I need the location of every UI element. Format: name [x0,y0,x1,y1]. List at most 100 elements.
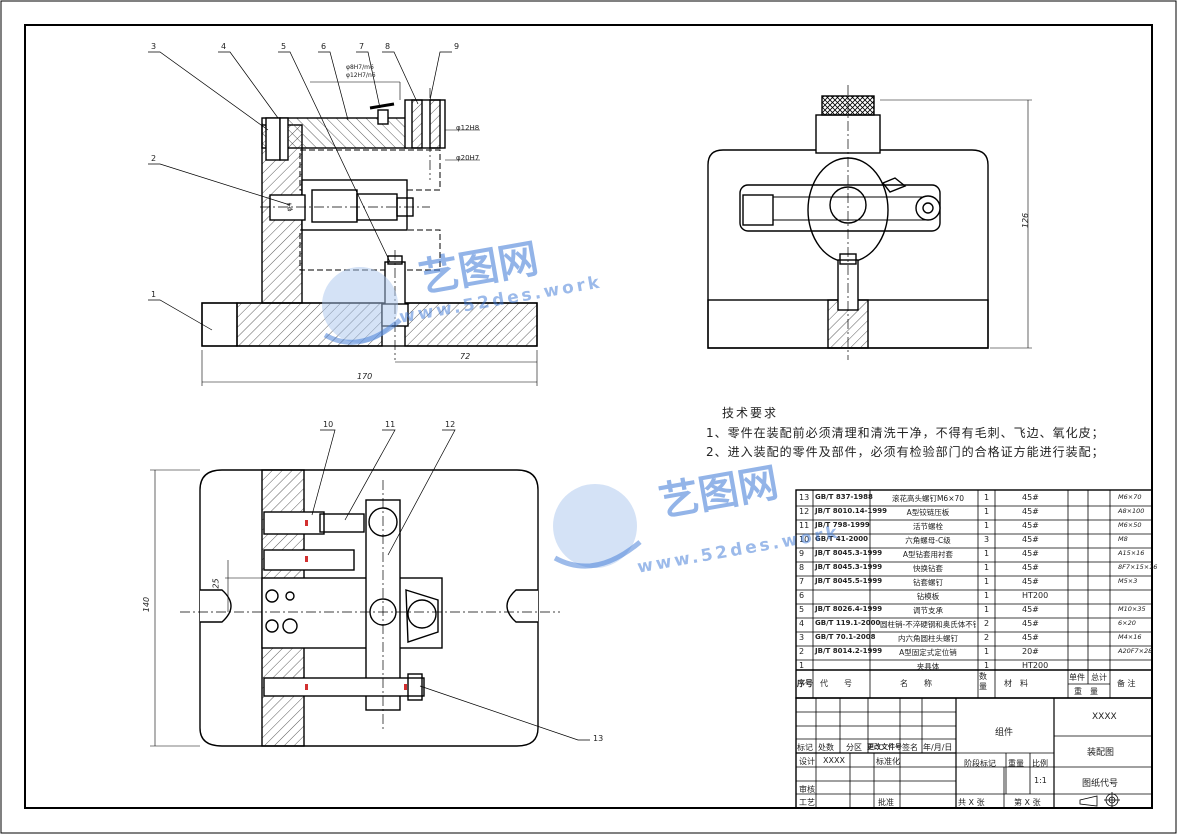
balloon-3: 3 [151,42,157,51]
bom-cell-name: 夹具体 [916,662,940,671]
tb-review: 审核 [799,785,815,794]
bom-cell-note: M8 [1118,535,1128,543]
bom-cell-qty: 1 [984,549,990,558]
bom-cell-mat: HT200 [1022,661,1049,670]
bom-cell-note: A8×100 [1118,507,1145,515]
bom-cell-qty: 2 [984,633,990,642]
balloon-2: 2 [151,154,157,163]
bom-cell-mat: 45# [1022,507,1039,516]
bom-cell-no: 5 [799,605,805,614]
bom-cell-mat: HT200 [1022,591,1049,600]
tb-std: 标准化 [876,757,900,766]
bom-cell-code: JB/T 8014.2-1999 [815,647,883,655]
balloon-5: 5 [281,42,287,51]
tb-doc: 更改文件号 [867,743,902,751]
tb-sheet: 第 X 张 [1014,798,1041,807]
tb-drawing: 装配图 [1087,748,1115,758]
bom-cell-code: JB/T 8045.3-1999 [815,563,883,571]
requirements-title: 技术要求 [722,406,779,420]
balloon-9: 9 [454,42,460,51]
bom-grid [795,489,1153,699]
bom-cell-qty: 1 [984,563,990,572]
bom-header-weight: 重 量 [1074,687,1098,696]
dim-fit-b: φ12H7/n6 [346,72,376,79]
bom-cell-note: M5×3 [1118,577,1138,585]
bom-header-name: 名 称 [900,679,932,688]
bom-cell-mat: 45# [1022,577,1039,586]
bom-cell-mat: 45# [1022,619,1039,628]
bom-cell-qty: 1 [984,661,990,670]
bom-cell-qty: 2 [984,619,990,628]
dim-front-width: 170 [357,372,373,381]
dim-bore-small: φ12H8 [456,124,480,132]
tb-stage: 阶段标记 [964,759,996,768]
bom-cell-code: GB/T 70.1-2008 [815,633,876,641]
requirements-line1: 1、零件在装配前必须清理和清洗干净，不得有毛刺、飞边、氧化皮； [706,426,1105,440]
bom-cell-no: 13 [799,493,810,502]
top-leaders [311,429,590,741]
bom-cell-mat: 45# [1022,521,1039,530]
red-marks [305,520,407,690]
front-view [201,81,538,386]
bom-cell-code: JB/T 8026.4-1999 [815,605,883,613]
balloon-11: 11 [385,420,396,429]
bom-cell-qty: 1 [984,605,990,614]
bom-cell-note: 8F7×15×16 [1118,563,1158,571]
bom-cell-qty: 1 [984,493,990,502]
bom-cell-name: 钻套螺钉 [913,578,943,587]
bom-cell-no: 7 [799,577,805,586]
bom-cell-note: M10×35 [1118,605,1146,613]
bom-cell-mat: 45# [1022,633,1039,642]
tb-total: 共 X 张 [958,798,985,807]
tb-design: 设计 [799,757,815,766]
bom-cell-note: M6×70 [1118,493,1142,501]
bom-cell-qty: 1 [984,577,990,586]
dim-side-height: 126 [1021,212,1031,229]
dim-front-right: 72 [460,352,471,361]
bom-cell-name: 滚花高头螺钉M6×70 [891,494,965,503]
bom-cell-qty: 1 [984,507,990,516]
bom-header-total: 总计 [1091,673,1107,682]
bom-cell-no: 12 [799,507,810,516]
bom-cell-code: GB/T 119.1-2000 [815,619,881,627]
tb-craft: 工艺 [799,798,815,807]
bom-header-code: 代 号 [820,679,852,688]
bom-cell-code: GB/T 41-2000 [815,535,868,543]
tb-company: XXXX [1092,712,1117,722]
bom-cell-mat: 45# [1022,549,1039,558]
tb-zone: 分区 [846,743,862,752]
tb-date: 年/月/日 [923,743,953,752]
bom-cell-code: GB/T 837-1988 [815,493,873,501]
tb-count: 处数 [818,743,834,752]
balloon-1: 1 [151,290,157,299]
bom-cell-note: M6×50 [1118,521,1142,529]
tb-approve: 批准 [878,798,894,807]
balloon-10: 10 [323,420,334,429]
bom-cell-name: 快换钻套 [913,564,943,573]
bom-cell-name: 内六角圆柱头螺钉 [898,634,958,643]
bom-cell-name: 圆柱销-不淬硬钢和奥氏体不锈钢 [880,620,976,629]
bom-header-mat: 材 料 [1004,679,1028,688]
tb-drawing-no: 图纸代号 [1082,779,1119,789]
inner-border [24,24,1153,809]
requirements-line2: 2、进入装配的零件及部件，必须有检验部门的合格证方能进行装配； [706,445,1105,459]
bom-cell-mat: 45# [1022,563,1039,572]
balloon-7: 7 [359,42,365,51]
tb-sign: 签名 [902,743,918,752]
balloon-12: 12 [445,420,456,429]
bom-cell-no: 1 [799,661,805,670]
bom-cell-qty: 3 [984,535,990,544]
bom-header-no: 序号 [797,679,813,688]
bom-cell-no: 9 [799,549,805,558]
dim-bore-large: φ20H7 [456,154,480,162]
bom-cell-name: 钻模板 [916,592,940,601]
bom-cell-name: A型固定式定位销 [899,648,957,657]
bom-cell-note: M4×16 [1118,633,1142,641]
bom-cell-note: 6×20 [1118,619,1136,627]
top-view [150,469,560,747]
bom-cell-code: JB/T 8010.14-1999 [815,507,887,515]
dim-bore-c: φ4 [285,202,294,212]
balloon-8: 8 [385,42,391,51]
bom-header-unit: 单件 [1069,673,1085,682]
balloon-4: 4 [221,42,227,51]
